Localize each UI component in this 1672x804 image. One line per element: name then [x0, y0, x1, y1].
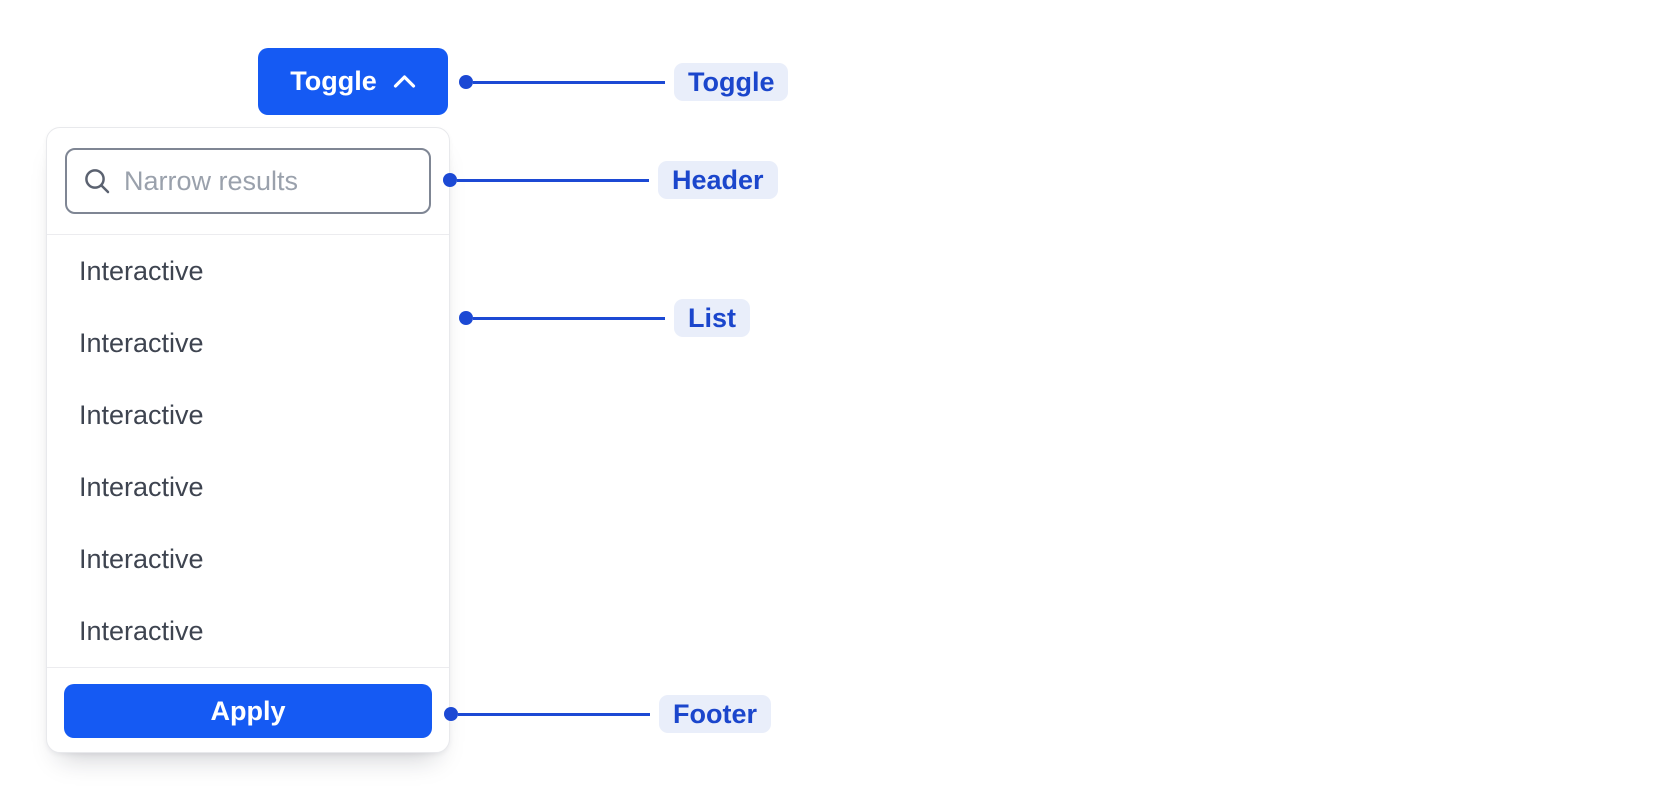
- list-item[interactable]: Interactive: [47, 523, 449, 595]
- dropdown-footer: Apply: [47, 667, 449, 752]
- list-item[interactable]: Interactive: [47, 451, 449, 523]
- annotation-label: Footer: [659, 695, 771, 733]
- list-item-label: Interactive: [79, 399, 204, 430]
- toggle-button[interactable]: Toggle: [258, 48, 448, 115]
- search-box[interactable]: [65, 148, 449, 214]
- search-icon: [85, 169, 110, 194]
- toggle-button-label: Toggle: [290, 66, 377, 96]
- annotation-row: Footer: [444, 695, 771, 733]
- list-item-label: Interactive: [79, 255, 204, 286]
- annotation-label: Toggle: [674, 63, 789, 101]
- list-item-label: Interactive: [79, 543, 204, 574]
- annotation-label: Header: [658, 161, 778, 199]
- annotation-line: [473, 80, 665, 84]
- annotation-dot: [459, 75, 473, 89]
- annotation-row: List: [459, 299, 751, 337]
- annotation-line: [458, 712, 650, 716]
- annotation-line: [457, 178, 649, 182]
- dropdown-list: Interactive Interactive Interactive Inte…: [47, 235, 449, 667]
- search-input[interactable]: [124, 150, 449, 212]
- list-item[interactable]: Interactive: [47, 307, 449, 379]
- annotation-label: List: [674, 299, 751, 337]
- apply-button[interactable]: Apply: [64, 684, 432, 738]
- annotation-row: Header: [443, 161, 778, 199]
- annotation-dot: [459, 311, 473, 325]
- list-item[interactable]: Interactive: [47, 235, 449, 307]
- list-item[interactable]: Interactive: [47, 595, 449, 667]
- annotation-row: Toggle: [459, 63, 789, 101]
- dropdown-panel: Interactive Interactive Interactive Inte…: [46, 127, 450, 753]
- list-item[interactable]: Interactive: [47, 379, 449, 451]
- list-item-label: Interactive: [79, 615, 204, 646]
- annotation-line: [473, 316, 665, 320]
- list-item-label: Interactive: [79, 471, 204, 502]
- list-item-label: Interactive: [79, 327, 204, 358]
- chevron-up-icon: [393, 75, 415, 88]
- dropdown-header: [47, 128, 449, 235]
